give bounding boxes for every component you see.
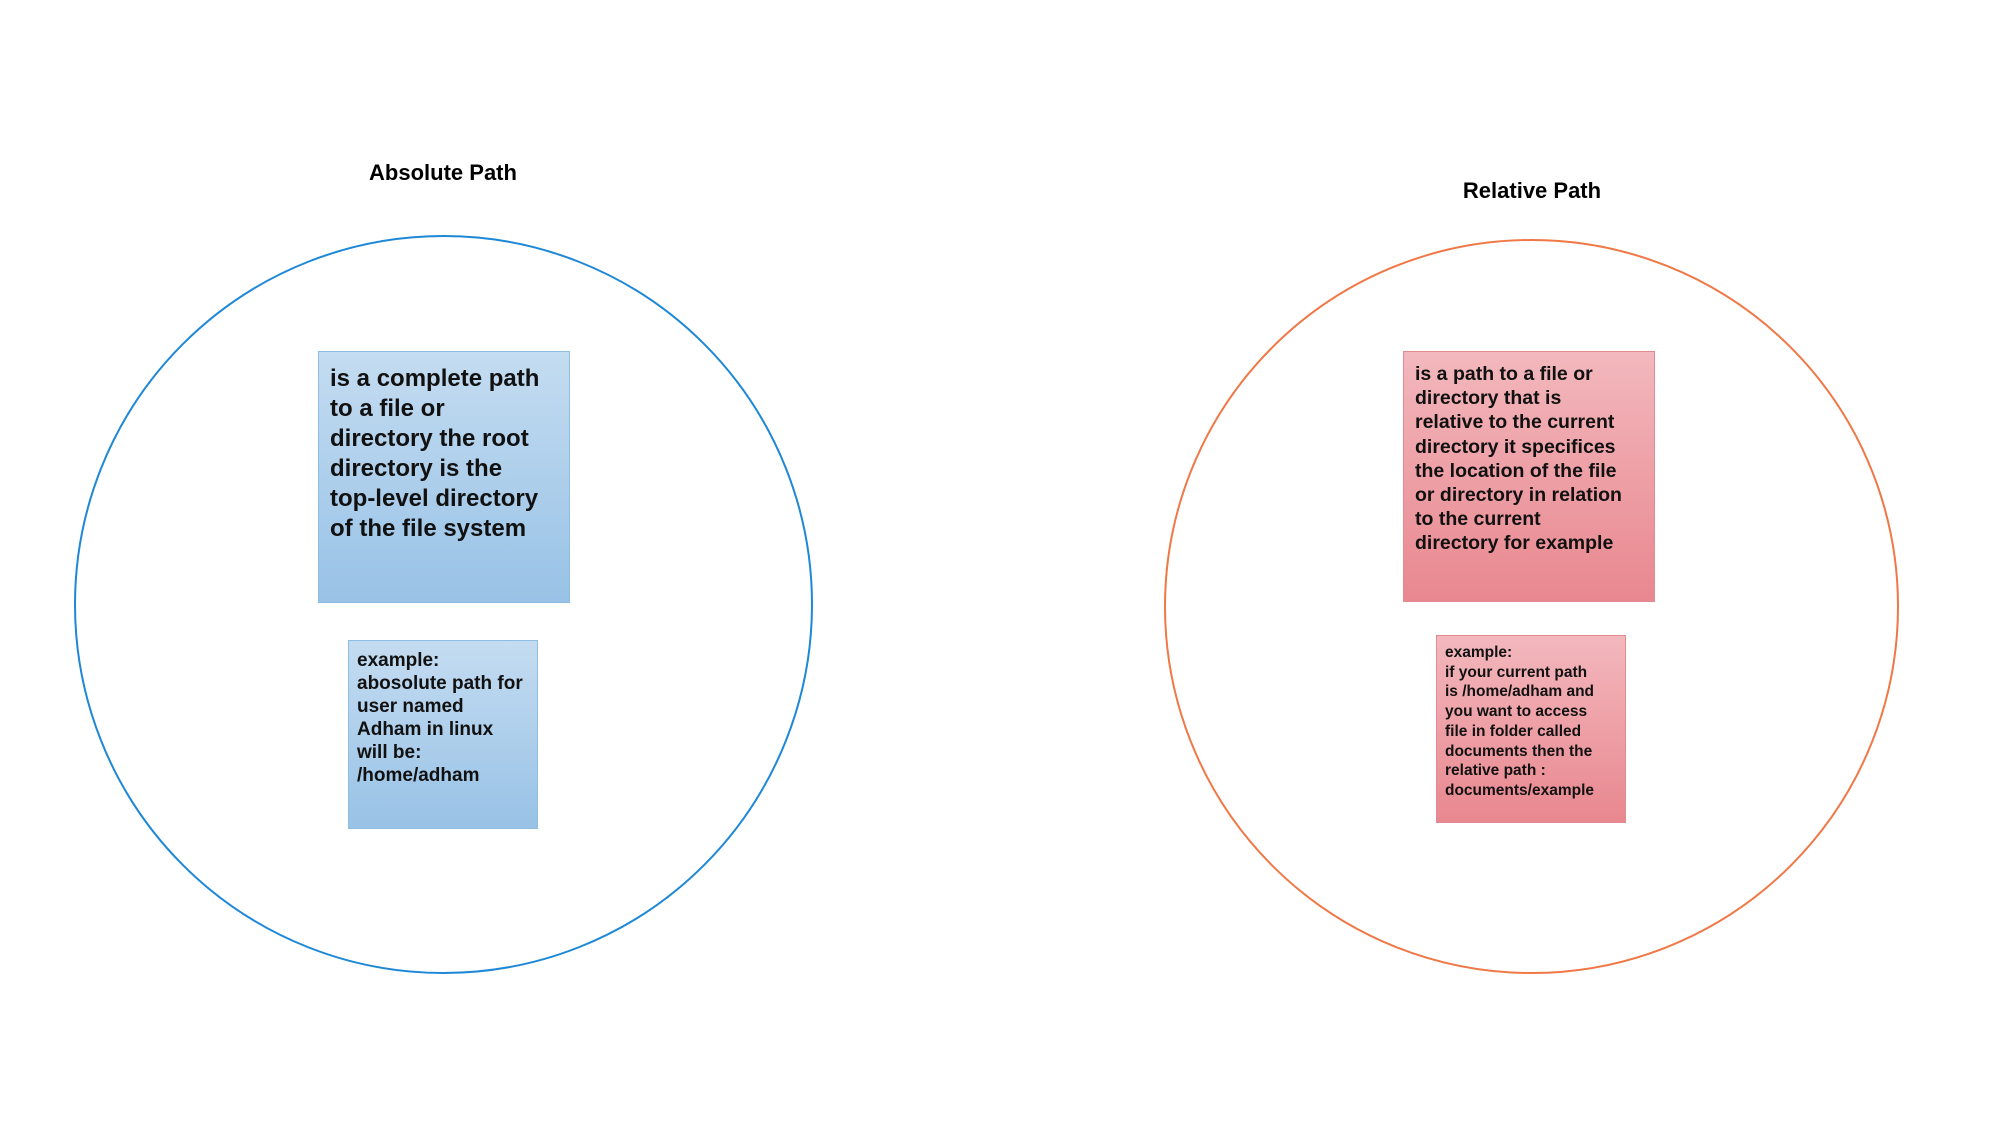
relative-example-line: documents then the [1445,742,1593,760]
relative-path-example-box: example: if your current path is /home/a… [1436,635,1626,823]
relative-example-line: example: [1445,644,1513,661]
relative-example-line: file in folder called [1445,722,1582,740]
absolute-example-line: will be: [357,742,422,763]
relative-definition-line: directory for example [1415,532,1614,555]
absolute-example-line: user named [357,696,464,717]
relative-example-line: is /home/adham and [1445,683,1595,701]
relative-path-definition-box: is a path to a file or directory that is… [1403,351,1655,602]
absolute-example-line: example: [357,650,440,671]
absolute-definition-line: is a complete path [330,365,540,392]
relative-definition-line: directory it specifices [1415,435,1616,458]
absolute-definition-line: to a file or [330,395,445,422]
relative-definition-line: or directory in relation [1415,484,1622,507]
relative-example-line: relative path : [1445,762,1546,780]
relative-path-title: Relative Path [1462,178,1602,203]
absolute-definition-line: top-level directory [330,485,539,512]
relative-path-circle [1164,239,1899,974]
absolute-path-definition-box: is a complete path to a file or director… [318,351,570,603]
relative-definition-line: relative to the current [1415,411,1615,434]
absolute-definition-line: of the file system [330,515,527,542]
absolute-path-example-box: example: abosolute path for user named A… [348,640,538,829]
absolute-example-line: abosolute path for [357,673,523,694]
relative-definition-line: directory that is [1415,387,1562,410]
relative-definition-line: the location of the file [1415,459,1617,482]
absolute-definition-line: directory the root [330,425,529,452]
relative-example-line: you want to access [1445,703,1588,721]
absolute-path-circle [74,235,813,974]
relative-definition-line: to the current [1415,508,1541,531]
absolute-definition-line: directory is the [330,455,503,482]
absolute-path-title: Absolute Path [369,160,517,185]
relative-example-line: if your current path [1445,663,1588,681]
relative-example-line: documents/example [1445,781,1595,799]
relative-definition-line: is a path to a file or [1415,363,1593,385]
absolute-example-line: /home/adham [357,765,480,786]
absolute-example-line: Adham in linux [357,719,494,740]
